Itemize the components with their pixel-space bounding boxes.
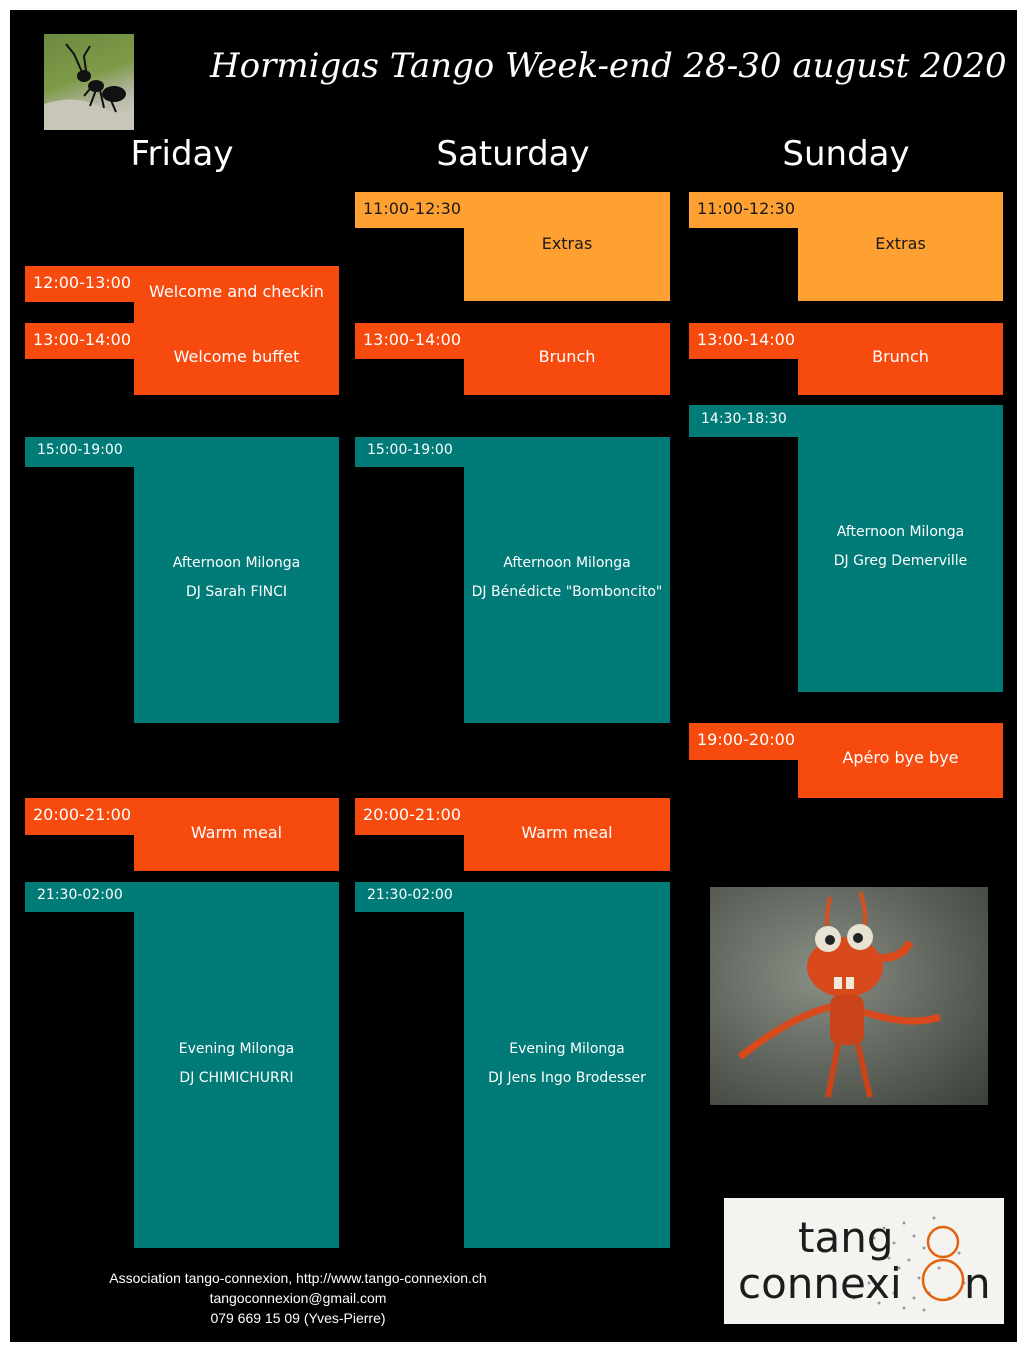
saturday-extras-time: 11:00-12:30 bbox=[355, 192, 470, 228]
sunday-brunch-block bbox=[798, 323, 1003, 395]
tango-connexion-logo: tang 8 connexi n bbox=[724, 1198, 1004, 1324]
friday-meal-label: Warm meal bbox=[190, 823, 283, 842]
friday-evening-title: Evening Milonga bbox=[178, 1041, 295, 1057]
page-title: Hormigas Tango Week-end 28-30 august 202… bbox=[210, 46, 1007, 86]
friday-afternoon-time: 15:00-19:00 bbox=[25, 437, 140, 467]
saturday-evening-dj: DJ Jens Ingo Brodesser bbox=[488, 1070, 646, 1086]
sunday-apero-block bbox=[798, 723, 1003, 798]
friday-afternoon-dj: DJ Sarah FINCI bbox=[185, 584, 288, 600]
day-saturday: Saturday bbox=[436, 134, 590, 174]
saturday-meal-block bbox=[464, 798, 670, 871]
saturday-evening-title: Evening Milonga bbox=[509, 1041, 625, 1057]
footer-contact: Association tango-connexion, http://www.… bbox=[78, 1268, 518, 1328]
logo-dots-graphic bbox=[852, 1216, 966, 1312]
saturday-meal-label: Warm meal bbox=[521, 823, 613, 842]
saturday-brunch-time: 13:00-14:00 bbox=[355, 323, 470, 359]
footer-association: Association tango-connexion, http://www.… bbox=[109, 1270, 487, 1286]
friday-evening-block bbox=[134, 882, 339, 1248]
friday-evening-dj: DJ CHIMICHURRI bbox=[179, 1070, 294, 1086]
cartoon-ant-photo bbox=[710, 887, 988, 1105]
day-sunday: Sunday bbox=[782, 134, 910, 174]
friday-welcome-label: Welcome and checkin bbox=[149, 282, 324, 301]
saturday-afternoon-title: Afternoon Milonga bbox=[503, 555, 631, 571]
saturday-extras-block bbox=[464, 192, 670, 301]
day-friday: Friday bbox=[130, 134, 234, 174]
logo-text-n: n bbox=[964, 1259, 991, 1308]
footer-email[interactable]: tangoconnexion@gmail.com bbox=[209, 1290, 387, 1306]
friday-evening-time: 21:30-02:00 bbox=[25, 882, 140, 912]
logo-text-tang: tang bbox=[798, 1213, 894, 1262]
saturday-meal-time: 20:00-21:00 bbox=[355, 798, 470, 835]
sunday-extras-time: 11:00-12:30 bbox=[689, 192, 804, 228]
saturday-afternoon-time: 15:00-19:00 bbox=[355, 437, 470, 467]
friday-meal-time: 20:00-21:00 bbox=[25, 798, 140, 835]
friday-buffet-block bbox=[134, 323, 339, 395]
footer-phone: 079 669 15 09 (Yves-Pierre) bbox=[210, 1310, 386, 1326]
sunday-apero-label: Apéro bye bye bbox=[842, 748, 959, 767]
sunday-afternoon-block bbox=[798, 405, 1003, 692]
saturday-afternoon-dj: DJ Bénédicte "Bomboncito" bbox=[471, 584, 663, 600]
sunday-extras-label: Extras bbox=[875, 234, 926, 253]
friday-afternoon-block bbox=[134, 437, 339, 723]
friday-welcome-time: 12:00-13:00 bbox=[25, 266, 140, 302]
sunday-brunch-label: Brunch bbox=[872, 347, 929, 366]
saturday-evening-block bbox=[464, 882, 670, 1248]
saturday-afternoon-block bbox=[464, 437, 670, 723]
sunday-afternoon-time: 14:30-18:30 bbox=[689, 405, 804, 437]
sunday-brunch-time: 13:00-14:00 bbox=[689, 323, 804, 359]
sunday-afternoon-title: Afternoon Milonga bbox=[836, 524, 965, 540]
ant-photo bbox=[44, 34, 134, 130]
saturday-evening-time: 21:30-02:00 bbox=[355, 882, 470, 912]
friday-meal-block bbox=[134, 798, 339, 871]
logo-text-connexi: connexi bbox=[738, 1259, 902, 1308]
friday-buffet-time: 13:00-14:00 bbox=[25, 323, 140, 359]
friday-buffet-label: Welcome buffet bbox=[173, 347, 300, 366]
sunday-afternoon-dj: DJ Greg Demerville bbox=[833, 553, 968, 569]
saturday-extras-label: Extras bbox=[541, 234, 593, 253]
sunday-extras-block bbox=[798, 192, 1003, 301]
schedule-poster: Hormigas Tango Week-end 28-30 august 202… bbox=[10, 10, 1017, 1342]
saturday-brunch-label: Brunch bbox=[538, 347, 596, 366]
sunday-apero-time: 19:00-20:00 bbox=[689, 723, 804, 760]
friday-afternoon-title: Afternoon Milonga bbox=[172, 555, 301, 571]
saturday-brunch-block bbox=[464, 323, 670, 395]
